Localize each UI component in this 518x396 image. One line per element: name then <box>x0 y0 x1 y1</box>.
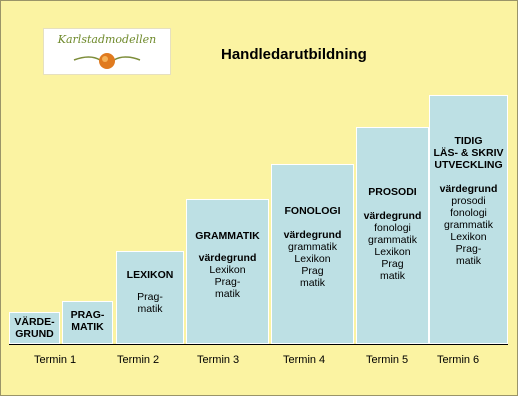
step-heading: TIDIG <box>454 135 483 147</box>
step-heading: GRAMMATIK <box>195 230 260 242</box>
logo-text: Karlstadmodellen <box>57 33 157 46</box>
step-heading: LÄS- & SKRIV <box>433 147 504 159</box>
term-label: Termin 2 <box>117 354 160 366</box>
step-prosodi: PROSODI värdegrund fonologi grammatik Le… <box>356 127 429 344</box>
step-item: grammatik <box>443 219 493 231</box>
step-pragmatik: PRAG- MATIK <box>62 301 113 344</box>
step-item: värdegrund <box>439 183 498 195</box>
step-item: matik <box>455 255 482 267</box>
step-item: grammatik <box>287 241 337 253</box>
step-item: matik <box>379 270 406 282</box>
step-heading: FONOLOGI <box>284 205 341 217</box>
term-label: Termin 5 <box>366 354 409 366</box>
term-label: Termin 1 <box>34 354 77 366</box>
baseline <box>9 344 508 345</box>
step-fonologi: FONOLOGI värdegrund grammatik Lexikon Pr… <box>271 164 354 344</box>
step-item: Lexikon <box>294 253 331 265</box>
step-heading: MATIK <box>71 321 104 333</box>
step-item: Lexikon <box>209 264 246 276</box>
step-item: Prag <box>301 265 324 277</box>
step-heading: PROSODI <box>368 186 417 198</box>
step-item: Lexikon <box>374 246 411 258</box>
step-vardegrund: VÄRDE- GRUND <box>9 312 60 344</box>
step-item: Prag- <box>137 291 163 303</box>
step-item: Prag- <box>455 243 482 255</box>
step-heading: LEXIKON <box>126 269 174 281</box>
step-item: fonologi <box>374 222 411 234</box>
logo-emblem-icon <box>73 53 141 69</box>
step-lexikon: LEXIKON Prag- matik <box>116 251 184 344</box>
step-item: värdegrund <box>283 229 342 241</box>
step-item: Lexikon <box>450 231 487 243</box>
step-grammatik: GRAMMATIK värdegrund Lexikon Prag- matik <box>186 199 269 344</box>
step-heading: VÄRDE- <box>14 316 55 328</box>
step-item: matik <box>137 303 163 315</box>
term-label: Termin 3 <box>197 354 240 366</box>
step-heading: UTVECKLING <box>434 159 503 171</box>
step-item: matik <box>214 288 241 300</box>
step-item: prosodi <box>451 195 486 207</box>
step-item: värdegrund <box>198 252 257 264</box>
step-tidig-las-skriv: TIDIG LÄS- & SKRIV UTVECKLING värdegrund… <box>429 95 508 344</box>
step-item: fonologi <box>450 207 487 219</box>
term-label: Termin 4 <box>283 354 326 366</box>
step-item: Prag <box>381 258 404 270</box>
step-item: värdegrund <box>363 210 422 222</box>
term-label: Termin 6 <box>437 354 480 366</box>
step-item: Prag- <box>214 276 241 288</box>
step-heading: GRUND <box>15 328 54 340</box>
page-title: Handledarutbildning <box>221 46 367 63</box>
step-item: grammatik <box>367 234 417 246</box>
step-item: matik <box>299 277 326 289</box>
karlstadmodellen-logo: Karlstadmodellen <box>43 28 171 75</box>
step-heading: PRAG- <box>70 309 105 321</box>
